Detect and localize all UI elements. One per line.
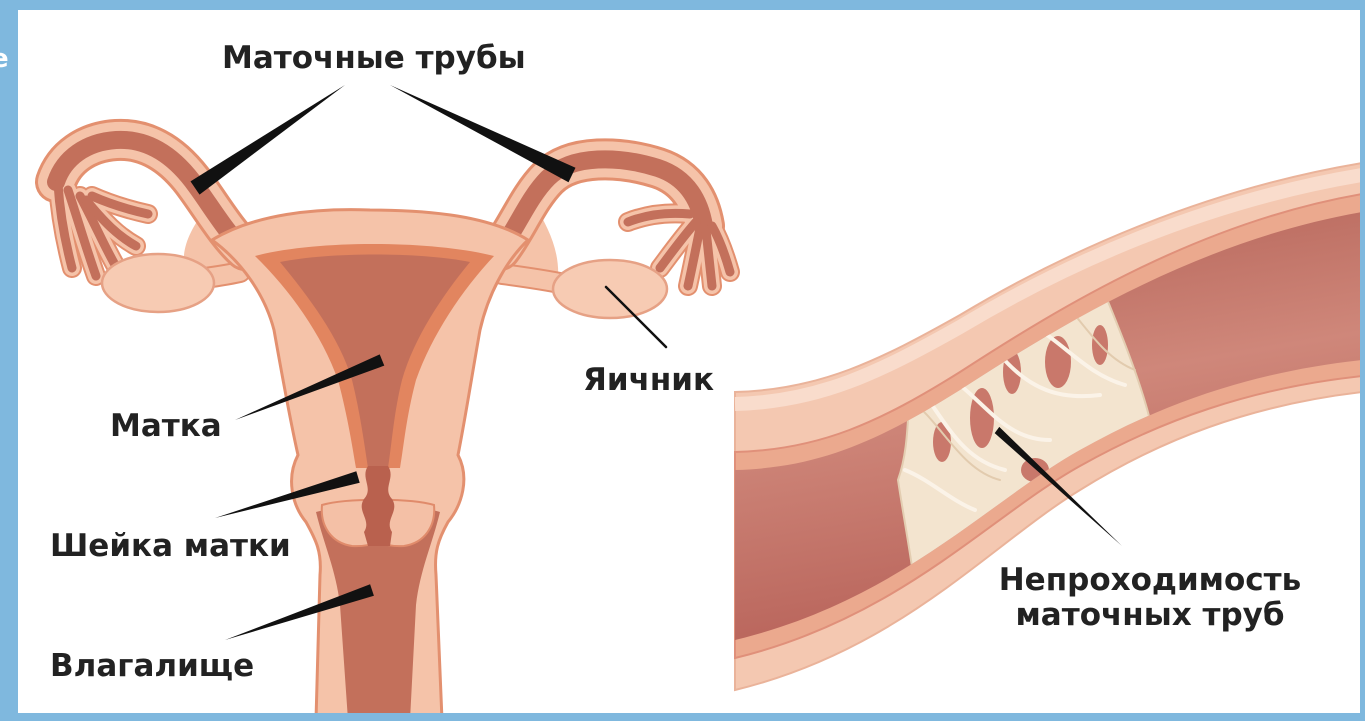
- label-vagina: Влагалище: [50, 648, 254, 684]
- ovary-right: [553, 260, 667, 318]
- label-tube-obstruction-line1: Непроходимость: [980, 563, 1320, 598]
- leader-line-tube-right: [390, 85, 576, 182]
- label-cervix: Шейка матки: [50, 528, 291, 564]
- cervical-canal: [362, 466, 395, 546]
- label-tube-obstruction: Непроходимость маточных труб: [980, 563, 1320, 633]
- leader-line-tube-left: [191, 85, 346, 195]
- label-ovary: Яичник: [583, 362, 714, 398]
- reproductive-organs-figure: [56, 85, 730, 720]
- label-fallopian-tubes: Маточные трубы: [222, 40, 526, 76]
- fimbria: [706, 230, 712, 286]
- ovary-left: [102, 254, 214, 312]
- label-uterus: Матка: [110, 408, 222, 444]
- label-tube-obstruction-line2: маточных труб: [980, 598, 1320, 633]
